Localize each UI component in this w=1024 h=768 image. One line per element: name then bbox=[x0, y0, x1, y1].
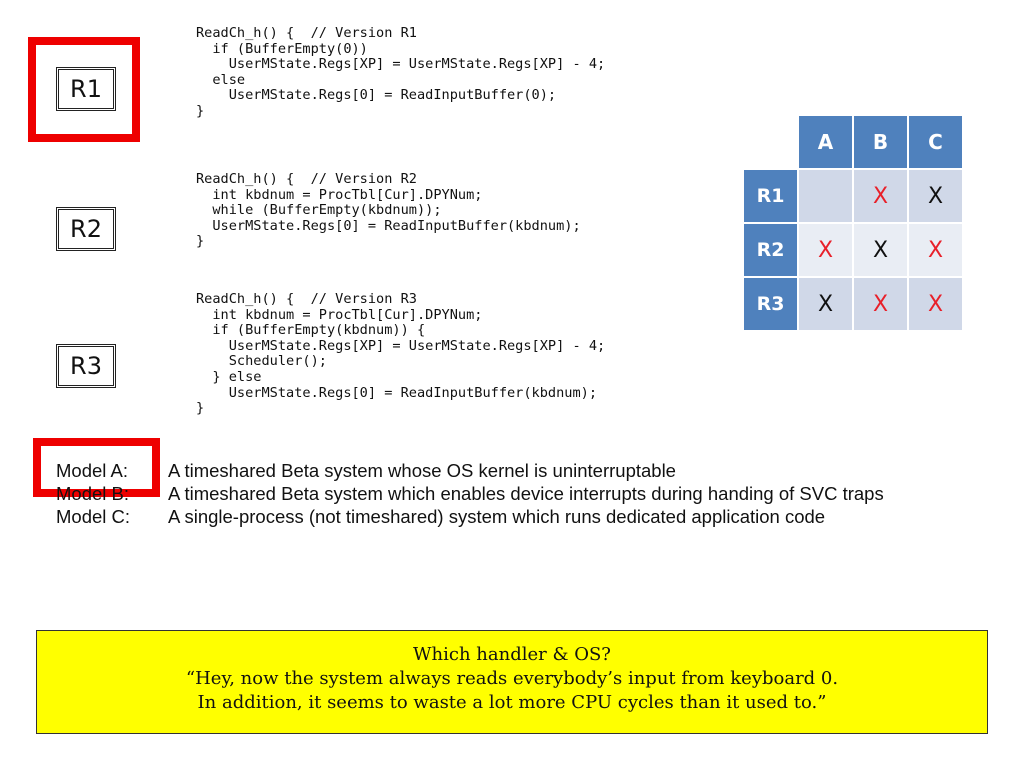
results-table: A B C R1 X X R2 X X X R3 X X X bbox=[742, 114, 964, 332]
cell-r3-c: X bbox=[909, 278, 962, 330]
model-a: Model A: A timeshared Beta system whose … bbox=[56, 459, 968, 482]
cell-r1-b: X bbox=[854, 170, 907, 222]
row-header-r1: R1 bbox=[744, 170, 797, 222]
model-c: Model C: A single-process (not timeshare… bbox=[56, 505, 968, 528]
cell-r3-b: X bbox=[854, 278, 907, 330]
handler-label-r2: R2 bbox=[56, 207, 116, 251]
model-a-desc: A timeshared Beta system whose OS kernel… bbox=[168, 460, 676, 481]
column-header-a: A bbox=[799, 116, 852, 168]
cell-r1-a bbox=[799, 170, 852, 222]
table-corner bbox=[744, 116, 797, 168]
cell-r2-b: X bbox=[854, 224, 907, 276]
model-b-desc: A timeshared Beta system which enables d… bbox=[168, 483, 884, 504]
code-block-r2: ReadCh_h() { // Version R2 int kbdnum = … bbox=[196, 171, 581, 250]
model-b-name: Model B: bbox=[56, 483, 130, 504]
model-a-name: Model A: bbox=[56, 460, 128, 481]
callout-quote-line-1: “Hey, now the system always reads everyb… bbox=[185, 668, 839, 689]
code-block-r1: ReadCh_h() { // Version R1 if (BufferEmp… bbox=[196, 25, 606, 119]
cell-r2-a: X bbox=[799, 224, 852, 276]
model-c-desc: A single-process (not timeshared) system… bbox=[168, 506, 826, 527]
cell-r2-c: X bbox=[909, 224, 962, 276]
row-header-r2: R2 bbox=[744, 224, 797, 276]
table-row-r2: R2 X X X bbox=[744, 224, 962, 276]
model-b: Model B: A timeshared Beta system which … bbox=[56, 482, 968, 505]
callout-quote-line-2: In addition, it seems to waste a lot mor… bbox=[197, 692, 827, 713]
handler-label-r1: R1 bbox=[56, 67, 116, 111]
code-block-r3: ReadCh_h() { // Version R3 int kbdnum = … bbox=[196, 291, 606, 417]
table-row-r3: R3 X X X bbox=[744, 278, 962, 330]
column-header-c: C bbox=[909, 116, 962, 168]
model-list: Model A: A timeshared Beta system whose … bbox=[56, 459, 968, 528]
column-header-b: B bbox=[854, 116, 907, 168]
row-header-r3: R3 bbox=[744, 278, 797, 330]
cell-r3-a: X bbox=[799, 278, 852, 330]
table-header-row: A B C bbox=[744, 116, 962, 168]
r1-highlight-box bbox=[28, 37, 140, 142]
model-c-name: Model C: bbox=[56, 506, 131, 527]
table-row-r1: R1 X X bbox=[744, 170, 962, 222]
model-a-highlight-box bbox=[33, 438, 160, 497]
question-callout: Which handler & OS? “Hey, now the system… bbox=[36, 630, 988, 734]
cell-r1-c: X bbox=[909, 170, 962, 222]
handler-label-r3: R3 bbox=[56, 344, 116, 388]
callout-question: Which handler & OS? bbox=[413, 644, 611, 665]
